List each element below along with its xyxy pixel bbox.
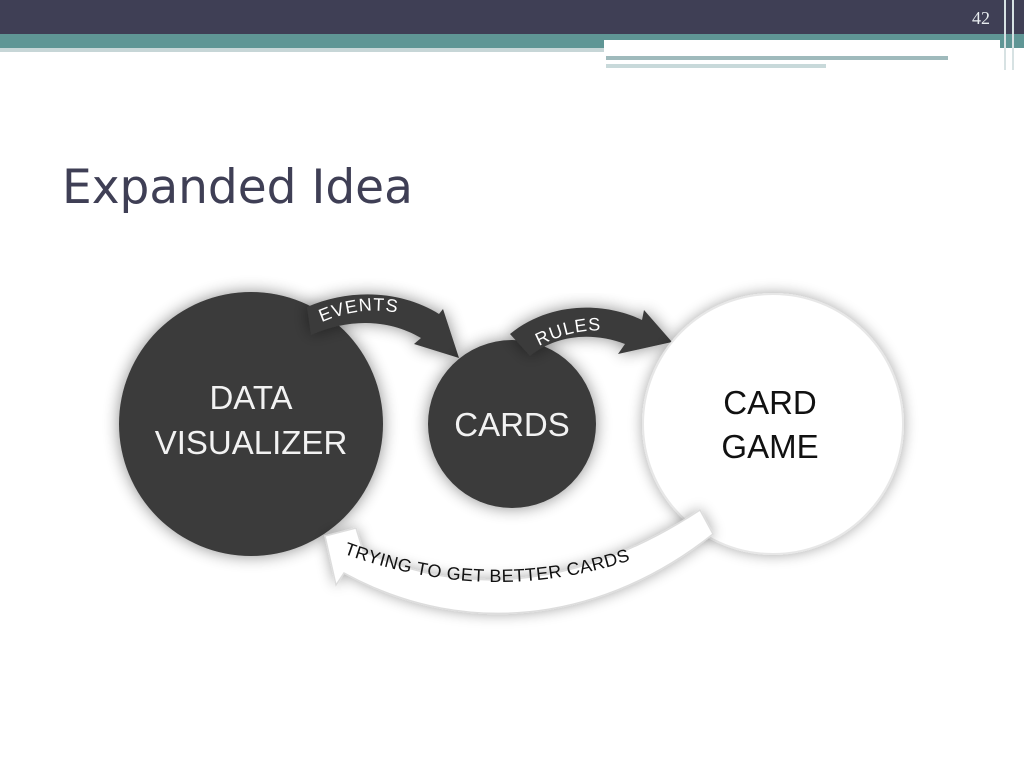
card-game-label-line-1: CARD — [723, 384, 817, 421]
cards-node — [428, 340, 596, 508]
header-side-rule — [1004, 0, 1006, 70]
slide-title: Expanded Idea — [62, 160, 413, 215]
card-game-label-line-2: GAME — [721, 428, 818, 465]
header-band-light — [0, 48, 604, 52]
header-side-rule-secondary — [1012, 0, 1014, 70]
card-game-node — [642, 293, 904, 555]
rules-arrow — [510, 307, 672, 356]
data-visualizer-node — [119, 292, 383, 556]
data-visualizer-label-line-2: VISUALIZER — [155, 424, 348, 461]
events-arrow — [307, 294, 459, 358]
feedback-arrow — [324, 508, 714, 615]
cards-label: CARDS — [454, 406, 570, 443]
header-accent-line — [606, 56, 948, 60]
header-accent-line-short — [606, 64, 826, 68]
header-band-dark — [0, 0, 1024, 34]
data-visualizer-label-line-1: DATA — [209, 379, 292, 416]
slide-number: 42 — [972, 8, 990, 28]
